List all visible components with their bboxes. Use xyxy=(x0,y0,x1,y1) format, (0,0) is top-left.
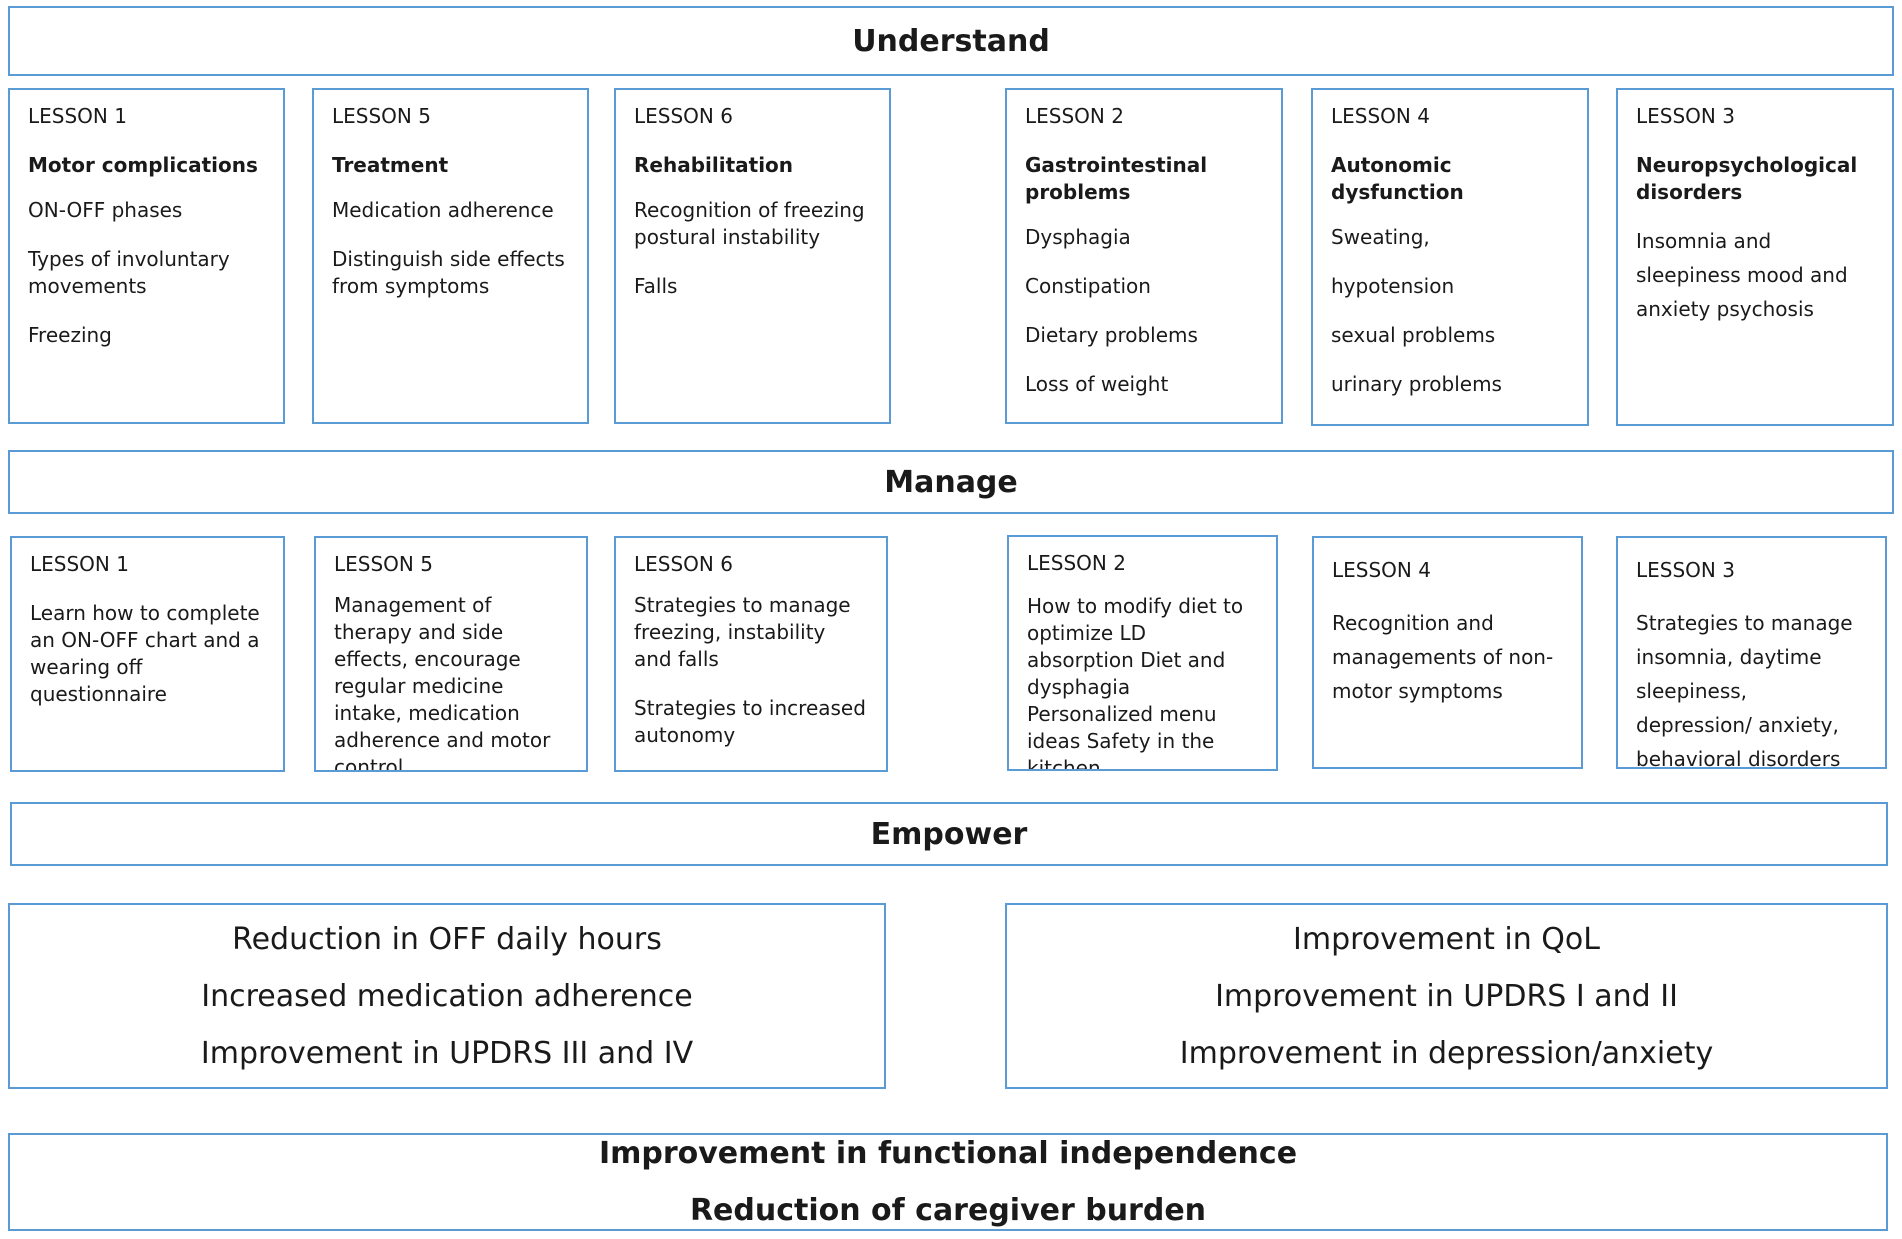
empower-outcomes-right: Improvement in QoL Improvement in UPDRS … xyxy=(1005,903,1888,1089)
lesson-heading: Neuropsychological disorders xyxy=(1636,153,1858,204)
outcome-line: Improvement in UPDRS I and II xyxy=(1215,978,1678,1014)
manage-lesson-1: LESSON 1 Learn how to complete an ON-OFF… xyxy=(10,536,285,772)
lesson-item: hypotension xyxy=(1331,274,1455,298)
lesson-title: LESSON 4 xyxy=(1332,558,1431,582)
understand-lesson-4: LESSON 4 Autonomic dysfunction Sweating,… xyxy=(1311,88,1589,426)
lesson-item: Strategies to manage insomnia, daytime s… xyxy=(1636,611,1853,769)
lesson-title: LESSON 5 xyxy=(334,552,433,576)
understand-lesson-3: LESSON 3 Neuropsychological disorders In… xyxy=(1616,88,1894,426)
lesson-item: urinary problems xyxy=(1331,372,1502,396)
lesson-title: LESSON 3 xyxy=(1636,558,1735,582)
lesson-heading: Treatment xyxy=(332,153,449,177)
understand-lesson-2: LESSON 2 Gastrointestinal problems Dysph… xyxy=(1005,88,1283,424)
lesson-title: LESSON 1 xyxy=(30,552,129,576)
lesson-item: Medication adherence xyxy=(332,198,554,222)
outcome-line: Improvement in depression/anxiety xyxy=(1179,1035,1714,1071)
lesson-title: LESSON 2 xyxy=(1025,104,1124,128)
final-outcome-line: Improvement in functional independence xyxy=(598,1136,1298,1171)
lesson-title: LESSON 3 xyxy=(1636,104,1735,128)
understand-lesson-5: LESSON 5 Treatment Medication adherence … xyxy=(312,88,589,424)
lesson-heading: Motor complications xyxy=(28,153,258,177)
lesson-title: LESSON 6 xyxy=(634,552,733,576)
final-outcomes: Improvement in functional independence R… xyxy=(8,1133,1888,1231)
manage-lesson-3: LESSON 3 Strategies to manage insomnia, … xyxy=(1616,536,1887,769)
lesson-item: Management of therapy and side effects, … xyxy=(334,593,551,772)
lesson-title: LESSON 2 xyxy=(1027,551,1126,575)
understand-lesson-6: LESSON 6 Rehabilitation Recognition of f… xyxy=(614,88,891,424)
understand-title: Understand xyxy=(852,23,1050,59)
manage-lesson-6: LESSON 6 Strategies to manage freezing, … xyxy=(614,536,888,772)
lesson-item: Sweating, xyxy=(1331,225,1430,249)
outcome-line: Increased medication adherence xyxy=(201,978,693,1014)
outcome-line: Improvement in UPDRS III and IV xyxy=(200,1035,694,1071)
lesson-item: Insomnia and sleepiness mood and anxiety… xyxy=(1636,229,1848,321)
lesson-item: Recognition of freezing postural instabi… xyxy=(634,198,865,249)
lesson-item: Recognition and managements of non-motor… xyxy=(1332,611,1554,703)
lesson-item: Loss of weight xyxy=(1025,372,1169,396)
lesson-item: Types of involuntary movements xyxy=(28,247,230,298)
final-outcome-line: Reduction of caregiver burden xyxy=(689,1193,1207,1228)
outcome-line: Improvement in QoL xyxy=(1293,921,1600,957)
lesson-heading: Gastrointestinal problems xyxy=(1025,153,1208,204)
empower-banner: Empower xyxy=(10,802,1888,866)
lesson-item: Strategies to increased autonomy xyxy=(634,696,866,747)
lesson-title: LESSON 5 xyxy=(332,104,431,128)
lesson-heading: Rehabilitation xyxy=(634,153,794,177)
lesson-item: Constipation xyxy=(1025,274,1151,298)
lesson-item: Dietary problems xyxy=(1025,323,1198,347)
manage-title: Manage xyxy=(884,464,1018,500)
lesson-item: sexual problems xyxy=(1331,323,1496,347)
lesson-item: Freezing xyxy=(28,323,112,347)
manage-lesson-5: LESSON 5 Management of therapy and side … xyxy=(314,536,588,772)
lesson-title: LESSON 4 xyxy=(1331,104,1430,128)
lesson-item: Strategies to manage freezing, instabili… xyxy=(634,593,851,671)
lesson-title: LESSON 1 xyxy=(28,104,127,128)
manage-lesson-4: LESSON 4 Recognition and managements of … xyxy=(1312,536,1583,769)
empower-title: Empower xyxy=(870,816,1028,852)
lesson-heading: Autonomic dysfunction xyxy=(1331,153,1464,204)
lesson-title: LESSON 6 xyxy=(634,104,733,128)
lesson-item: Learn how to complete an ON-OFF chart an… xyxy=(30,601,260,706)
understand-banner: Understand xyxy=(8,6,1894,76)
lesson-item: Dysphagia xyxy=(1025,225,1131,249)
lesson-item: How to modify diet to optimize LD absorp… xyxy=(1027,594,1244,771)
lesson-item: Distinguish side effects from symptoms xyxy=(332,247,565,298)
outcome-line: Reduction in OFF daily hours xyxy=(232,921,662,957)
understand-lesson-1: LESSON 1 Motor complications ON-OFF phas… xyxy=(8,88,285,424)
empower-outcomes-left: Reduction in OFF daily hours Increased m… xyxy=(8,903,886,1089)
lesson-item: ON-OFF phases xyxy=(28,198,183,222)
lesson-item: Falls xyxy=(634,274,678,298)
manage-banner: Manage xyxy=(8,450,1894,514)
manage-lesson-2: LESSON 2 How to modify diet to optimize … xyxy=(1007,535,1278,771)
